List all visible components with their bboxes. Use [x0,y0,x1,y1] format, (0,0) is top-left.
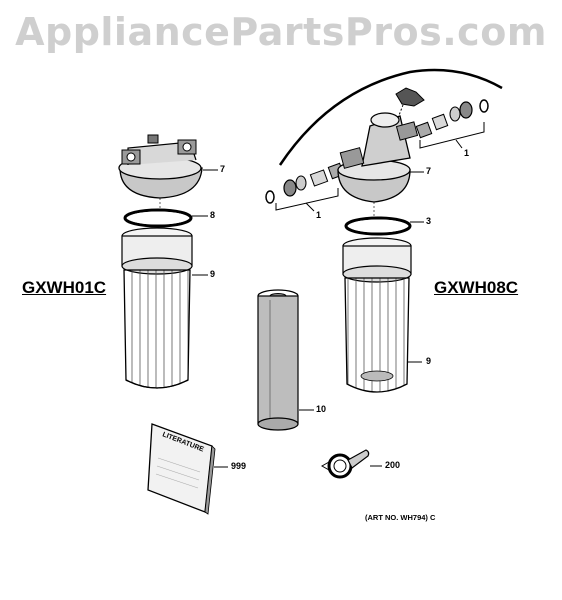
housing-wrench [320,449,370,479]
fitting-bracket-right [419,122,485,149]
water-line-arc [278,68,503,166]
filter-cartridge [257,289,299,431]
callout-housing-left: 9 [210,269,216,279]
callout-oring-right: 3 [426,216,432,226]
callout-head-left: 7 [220,164,226,174]
callout-housing-right: 9 [426,356,432,366]
o-ring-right [344,202,412,236]
callout-cartridge: 10 [316,404,327,414]
callout-fitting-right: 1 [464,148,470,158]
fitting-bracket-left [275,188,339,211]
model-label-left: GXWH01C [22,278,107,297]
callout-fitting-left: 1 [316,210,322,220]
callout-head-right: 7 [426,166,432,176]
filter-housing-right [342,237,412,393]
leader-line [455,139,463,149]
callout-oring-left: 8 [210,210,216,220]
leader-line [305,202,315,212]
fitting-kit-right [415,99,489,139]
pressure-relief-knob [395,87,425,119]
model-label-right: GXWH08C [434,278,519,297]
filter-housing-left [121,227,193,389]
callout-literature: 999 [231,461,247,471]
filter-head-left [118,134,203,210]
literature-booklet: LITERATURE [147,423,216,515]
callout-wrench: 200 [385,460,401,470]
filter-head-right [337,112,419,203]
o-ring-left [123,208,193,228]
art-number: (ART NO. WH794) C [365,513,436,522]
watermark-text: AppliancePartsPros.com [15,10,547,54]
